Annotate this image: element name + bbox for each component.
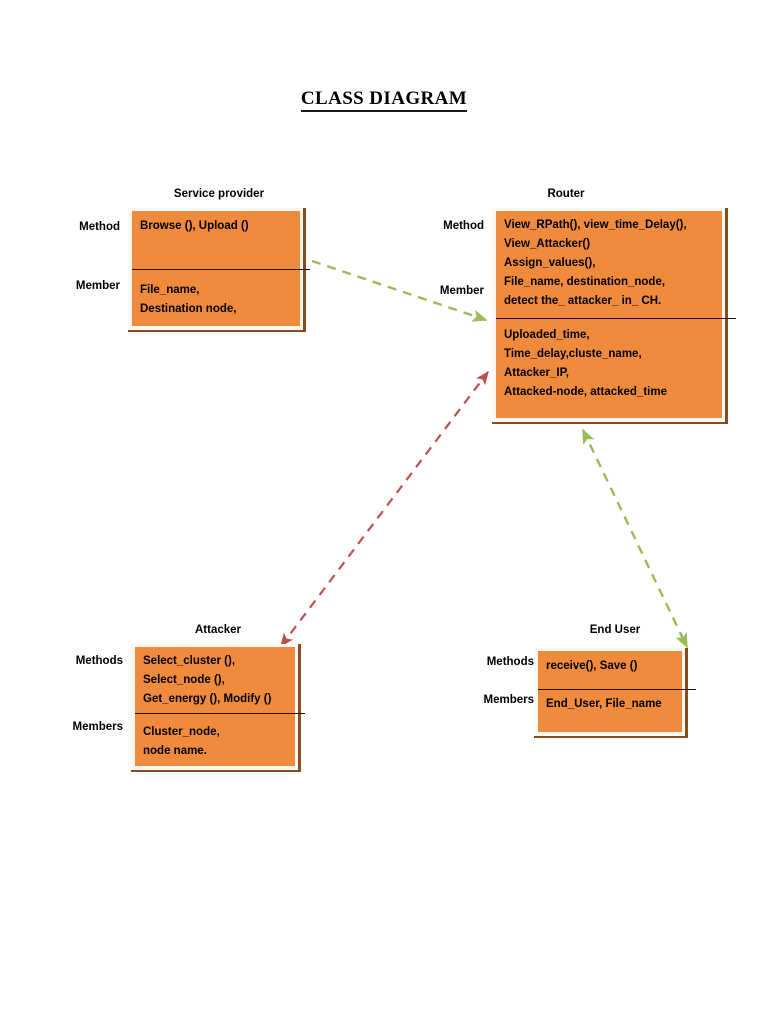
methods-compartment-router: View_RPath(), view_time_Delay(), View_At…	[496, 211, 722, 318]
compartment-divider	[496, 318, 736, 319]
member-line: End_User, File_name	[546, 698, 662, 710]
methods-compartment-service-provider: Browse (), Upload ()	[132, 211, 300, 269]
member-line: File_name,	[140, 284, 200, 296]
side-label-method-router: Method	[443, 220, 484, 232]
side-label-members-attacker: Members	[72, 721, 124, 733]
side-label-methods-attacker: Methods	[75, 655, 123, 667]
side-label-methods-end-user: Methods	[486, 656, 534, 668]
compartment-divider	[538, 689, 696, 690]
class-frame-end-user: receive(), Save () End_User, File_name	[534, 648, 696, 738]
connector-attacker-to-router	[280, 370, 489, 648]
method-line: Select_node (),	[143, 674, 225, 686]
members-compartment-service-provider: File_name, Destination node,	[132, 269, 300, 323]
page-title: CLASS DIAGRAM	[0, 88, 768, 112]
member-line: Uploaded_time,	[504, 329, 590, 341]
member-line: Attacker_IP,	[504, 367, 569, 379]
class-body-service-provider: Browse (), Upload () File_name, Destinat…	[132, 211, 310, 326]
method-line: receive(), Save ()	[546, 660, 638, 672]
side-label-member-service-provider: Member	[75, 280, 120, 292]
page-title-text: CLASS DIAGRAM	[300, 88, 468, 112]
member-line: node name.	[143, 745, 207, 757]
class-frame-attacker: Select_cluster (), Select_node (), Get_e…	[131, 644, 305, 772]
member-line: Cluster_node,	[143, 726, 220, 738]
class-body-end-user: receive(), Save () End_User, File_name	[538, 651, 696, 732]
class-title-end-user: End User	[589, 624, 641, 636]
class-frame-router: View_RPath(), view_time_Delay(), View_At…	[492, 208, 736, 424]
method-line: Get_energy (), Modify ()	[143, 693, 272, 705]
method-line: Select_cluster (),	[143, 655, 236, 667]
compartment-divider	[132, 269, 310, 270]
method-line: Assign_values(),	[504, 257, 596, 269]
members-compartment-attacker: Cluster_node, node name.	[135, 713, 295, 765]
members-compartment-router: Uploaded_time, Time_delay,cluste_name, A…	[496, 318, 722, 406]
method-line: View_RPath(), view_time_Delay(),	[504, 219, 687, 231]
class-frame-service-provider: Browse (), Upload () File_name, Destinat…	[128, 208, 310, 332]
side-label-member-router: Member	[439, 285, 484, 297]
method-line: View_Attacker()	[504, 238, 591, 250]
method-line: detect the_ attacker_ in_ CH.	[504, 295, 662, 307]
class-title-attacker: Attacker	[194, 624, 242, 636]
members-compartment-end-user: End_User, File_name	[538, 689, 682, 718]
class-title-service-provider: Service provider	[173, 188, 265, 200]
member-line: Destination node,	[140, 303, 237, 315]
method-line: File_name, destination_node,	[504, 276, 666, 288]
methods-compartment-end-user: receive(), Save ()	[538, 651, 682, 689]
side-label-method-service-provider: Method	[79, 221, 120, 233]
method-line: Browse (), Upload ()	[140, 220, 249, 232]
member-line: Attacked-node, attacked_time	[504, 386, 667, 398]
class-title-router: Router	[547, 188, 585, 200]
side-label-members-end-user: Members	[483, 694, 535, 706]
methods-compartment-attacker: Select_cluster (), Select_node (), Get_e…	[135, 647, 295, 713]
class-body-router: View_RPath(), view_time_Delay(), View_At…	[496, 211, 736, 418]
member-line: Time_delay,cluste_name,	[504, 348, 642, 360]
connector-router-to-end-user	[581, 428, 689, 649]
class-body-attacker: Select_cluster (), Select_node (), Get_e…	[135, 647, 305, 766]
compartment-divider	[135, 713, 305, 714]
